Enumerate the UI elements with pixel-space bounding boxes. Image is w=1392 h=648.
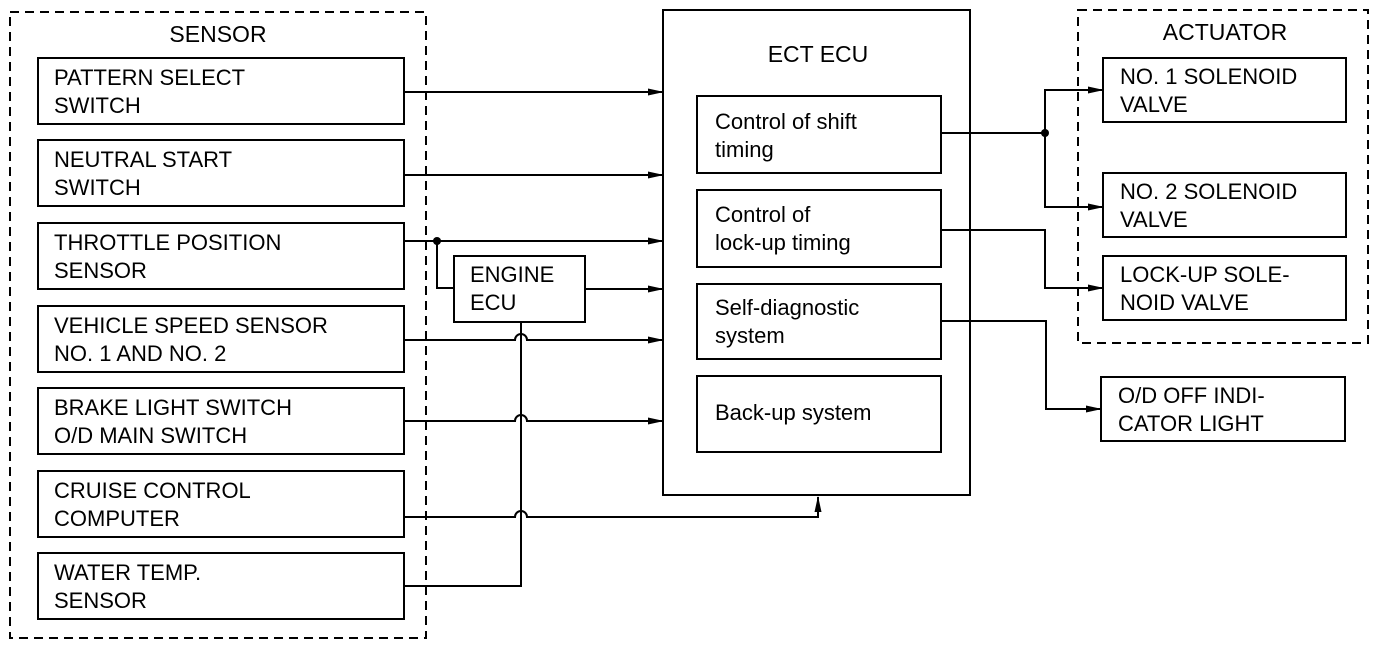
connector-to-lockup-solenoid (941, 229, 1104, 292)
function-label-line2: lock-up timing (715, 230, 851, 255)
connector-to-indicator (941, 320, 1102, 413)
sensor-box-pattern-select: PATTERN SELECT SWITCH (37, 57, 405, 125)
ecu-function-shift-timing: Control of shift timing (696, 95, 942, 174)
sensor-label-line2: SWITCH (54, 93, 141, 118)
connector-throttle-to-engine-ecu (436, 241, 454, 289)
sensor-box-neutral-start: NEUTRAL START SWITCH (37, 139, 405, 207)
indicator-label-line1: O/D OFF INDI- (1118, 383, 1265, 408)
sensor-label-line2: O/D MAIN SWITCH (54, 423, 247, 448)
function-label: Back-up system (715, 400, 872, 425)
indicator-label-line2: CATOR LIGHT (1118, 411, 1264, 436)
sensor-label-line1: VEHICLE SPEED SENSOR (54, 313, 328, 338)
sensor-label-line1: PATTERN SELECT (54, 65, 245, 90)
sensor-box-cruise-control: CRUISE CONTROL COMPUTER (37, 470, 405, 538)
actuator-label-line2: VALVE (1120, 92, 1188, 117)
connector-water-temp-to-engine-ecu (404, 322, 522, 587)
actuator-label-line1: NO. 1 SOLENOID (1120, 64, 1297, 89)
engine-ecu-box: ENGINE ECU (453, 255, 586, 323)
sensor-label-line1: THROTTLE POSITION (54, 230, 281, 255)
function-label-line2: timing (715, 137, 774, 162)
connector-brake-light (404, 414, 664, 425)
sensor-label-line1: BRAKE LIGHT SWITCH (54, 395, 292, 420)
sensor-box-water-temp: WATER TEMP. SENSOR (37, 552, 405, 620)
sensor-label-line2: SWITCH (54, 175, 141, 200)
sensor-label-line1: WATER TEMP. (54, 560, 201, 585)
sensor-label-line2: COMPUTER (54, 506, 180, 531)
sensor-label-line2: NO. 1 AND NO. 2 (54, 341, 226, 366)
actuator-label-line2: VALVE (1120, 207, 1188, 232)
actuator-box-lockup-solenoid: LOCK-UP SOLE- NOID VALVE (1102, 255, 1347, 321)
sensor-box-vehicle-speed: VEHICLE SPEED SENSOR NO. 1 AND NO. 2 (37, 305, 405, 373)
ecu-title: ECT ECU (768, 41, 869, 67)
sensor-label-line1: NEUTRAL START (54, 147, 232, 172)
actuator-label-line1: NO. 2 SOLENOID (1120, 179, 1297, 204)
actuator-group-frame (1077, 9, 1369, 344)
sensor-group-title: SENSOR (169, 21, 266, 47)
actuator-label-line1: LOCK-UP SOLE- (1120, 262, 1290, 287)
connector-to-solenoid-1 (1044, 86, 1104, 133)
actuator-label-line2: NOID VALVE (1120, 290, 1249, 315)
connector-cruise-control (404, 496, 822, 518)
connector-to-solenoid-2 (1044, 133, 1104, 211)
function-label-line1: Control of (715, 202, 811, 227)
ecu-function-backup: Back-up system (696, 375, 942, 453)
actuator-box-solenoid-1: NO. 1 SOLENOID VALVE (1102, 57, 1347, 123)
ecu-function-lockup-timing: Control of lock-up timing (696, 189, 942, 268)
actuator-group-title: ACTUATOR (1163, 19, 1287, 45)
junction-dot-shift (1041, 129, 1049, 137)
sensor-label-line2: SENSOR (54, 258, 147, 283)
function-label-line1: Self-diagnostic (715, 295, 859, 320)
junction-dot-throttle (433, 237, 441, 245)
sensor-box-throttle-position: THROTTLE POSITION SENSOR (37, 222, 405, 290)
ecu-function-self-diagnostic: Self-diagnostic system (696, 283, 942, 360)
function-label-line1: Control of shift (715, 109, 857, 134)
engine-ecu-label-line2: ECU (470, 290, 516, 315)
sensor-box-brake-light: BRAKE LIGHT SWITCH O/D MAIN SWITCH (37, 387, 405, 455)
sensor-label-line1: CRUISE CONTROL (54, 478, 251, 503)
engine-ecu-label-line1: ENGINE (470, 262, 554, 287)
ecu-frame (662, 9, 971, 496)
function-label-line2: system (715, 323, 785, 348)
sensor-group-frame (9, 11, 427, 639)
connector-vehicle-speed (404, 333, 664, 344)
indicator-box-od-off: O/D OFF INDI- CATOR LIGHT (1100, 376, 1346, 442)
actuator-box-solenoid-2: NO. 2 SOLENOID VALVE (1102, 172, 1347, 238)
sensor-label-line2: SENSOR (54, 588, 147, 613)
